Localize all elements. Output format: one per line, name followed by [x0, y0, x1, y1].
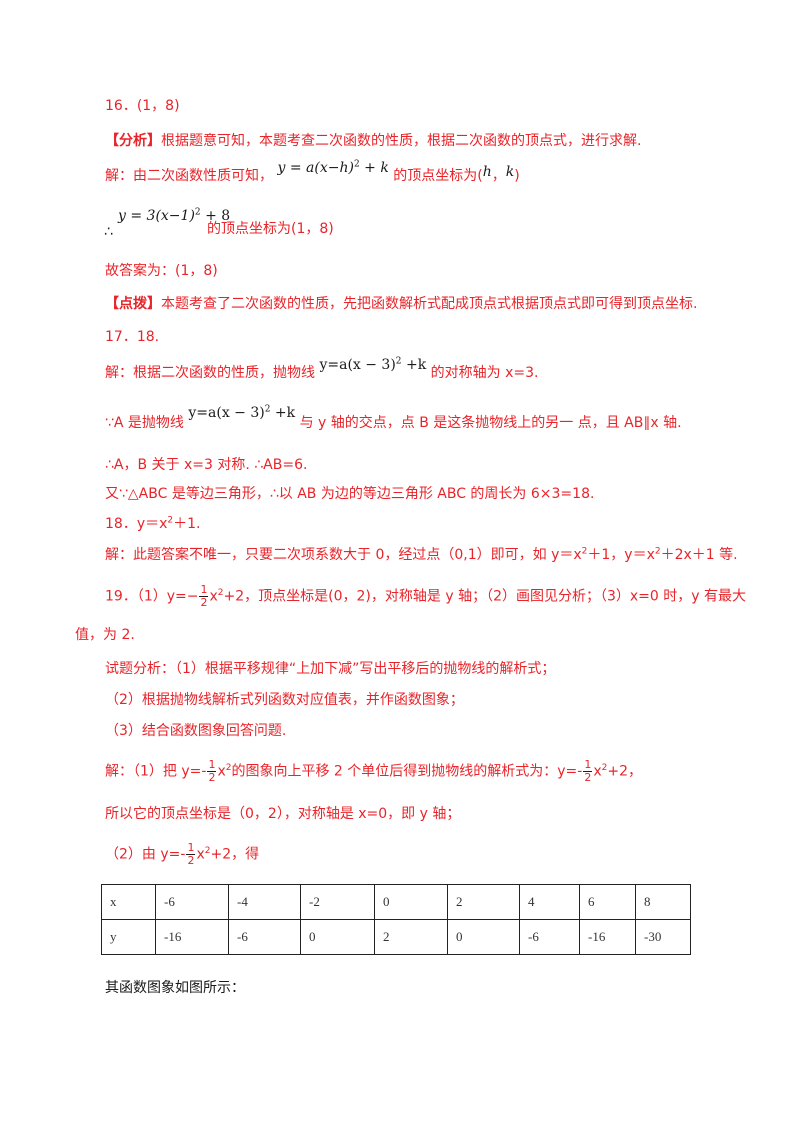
- point-tag: 【点拨】: [105, 296, 161, 312]
- q16-answer: 16．(1，8): [105, 98, 180, 114]
- table-cell: -6: [228, 919, 301, 955]
- q17-formula-2: y=a(x − 3)2 +k: [188, 404, 296, 421]
- q16-analysis: 【分析】根据题意可知，本题考查二次函数的性质，根据二次函数的顶点式，进行求解.: [105, 131, 641, 151]
- table-cell: -16: [579, 919, 636, 955]
- table-cell: 2: [447, 884, 520, 920]
- q16-final-answer: 故答案为：(1，8): [105, 263, 218, 279]
- table-cell: 0: [374, 884, 448, 920]
- table-cell: -16: [155, 919, 229, 955]
- table-cell: 0: [447, 919, 520, 955]
- q17-answer: 17．18.: [105, 329, 160, 345]
- table-cell: -6: [155, 884, 229, 920]
- table-row: x -6 -4 -2 0 2 4 6 8: [101, 884, 691, 920]
- row-label-x: x: [101, 884, 156, 920]
- q19-answer-cont: 值，为 2.: [75, 627, 135, 643]
- q19-analysis-1: 试题分析：（1）根据平移规律“上加下减”写出平移后的抛物线的解析式；: [105, 661, 556, 677]
- row-label-y: y: [101, 919, 156, 955]
- q17-line-2: ∵A 是抛物线 y=a(x − 3)2 +k 与 y 轴的交点，点 B 是这条抛…: [105, 404, 682, 431]
- q18-solution: 解：此题答案不唯一，只要二次项系数大于 0，经过点（0,1）即可，如 y＝x2＋…: [105, 546, 738, 563]
- table-cell: -2: [300, 884, 375, 920]
- q16-formula-2: y = 3(x−1)2 + 8: [118, 207, 231, 224]
- q17-line-3: ∴A，B 关于 x=3 对称. ∴AB=6.: [105, 457, 308, 473]
- graph-note: 其函数图象如图所示：: [105, 980, 245, 996]
- table-cell: -30: [635, 919, 691, 955]
- q18-answer: 18．y＝x2＋1.: [105, 515, 201, 532]
- q19-analysis-2: （2）根据抛物线解析式列函数对应值表，并作函数图象；: [105, 692, 464, 708]
- table-row: y -16 -6 0 2 0 -6 -16 -30: [101, 919, 691, 955]
- q17-formula: y=a(x − 3)2 +k: [319, 356, 427, 373]
- q16-point: 【点拨】本题考查了二次函数的性质，先把函数解析式配成顶点式根据顶点式即可得到顶点…: [105, 294, 697, 314]
- table-cell: 8: [635, 884, 691, 920]
- q19-solution-2: 所以它的顶点坐标是（0，2），对称轴是 x=0，即 y 轴；: [105, 806, 461, 822]
- table-cell: -6: [519, 919, 580, 955]
- analysis-tag: 【分析】: [105, 133, 161, 149]
- q16-vertex-result: 的顶点坐标为(1，8): [207, 221, 334, 237]
- table-cell: 2: [374, 919, 448, 955]
- table-cell: 0: [300, 919, 375, 955]
- q16-solution: 解：由二次函数性质可知， y = a(x−h)2 + k 的顶点坐标为(h，k): [105, 159, 520, 184]
- vertex-form-formula: y = a(x−h)2 + k: [277, 159, 389, 176]
- therefore-symbol: ∴: [104, 224, 113, 240]
- q17-line-1: 解：根据二次函数的性质，抛物线 y=a(x − 3)2 +k 的对称轴为 x=3…: [105, 356, 539, 381]
- value-table: x -6 -4 -2 0 2 4 6 8 y -16 -6 0 2 0 -6 -…: [101, 884, 691, 955]
- solution-prefix: 解：由二次函数性质可知，: [105, 168, 273, 184]
- solution-suffix: 的顶点坐标为(: [393, 168, 483, 184]
- q19-analysis-3: （3）结合函数图象回答问题.: [105, 723, 287, 739]
- table-cell: 6: [579, 884, 636, 920]
- table-cell: 4: [519, 884, 580, 920]
- point-text: 本题考查了二次函数的性质，先把函数解析式配成顶点式根据顶点式即可得到顶点坐标.: [161, 296, 698, 312]
- table-cell: -4: [228, 884, 301, 920]
- analysis-text: 根据题意可知，本题考查二次函数的性质，根据二次函数的顶点式，进行求解.: [161, 133, 642, 149]
- q17-line-4: 又∵△ABC 是等边三角形，∴以 AB 为边的等边三角形 ABC 的周长为 6×…: [105, 486, 595, 502]
